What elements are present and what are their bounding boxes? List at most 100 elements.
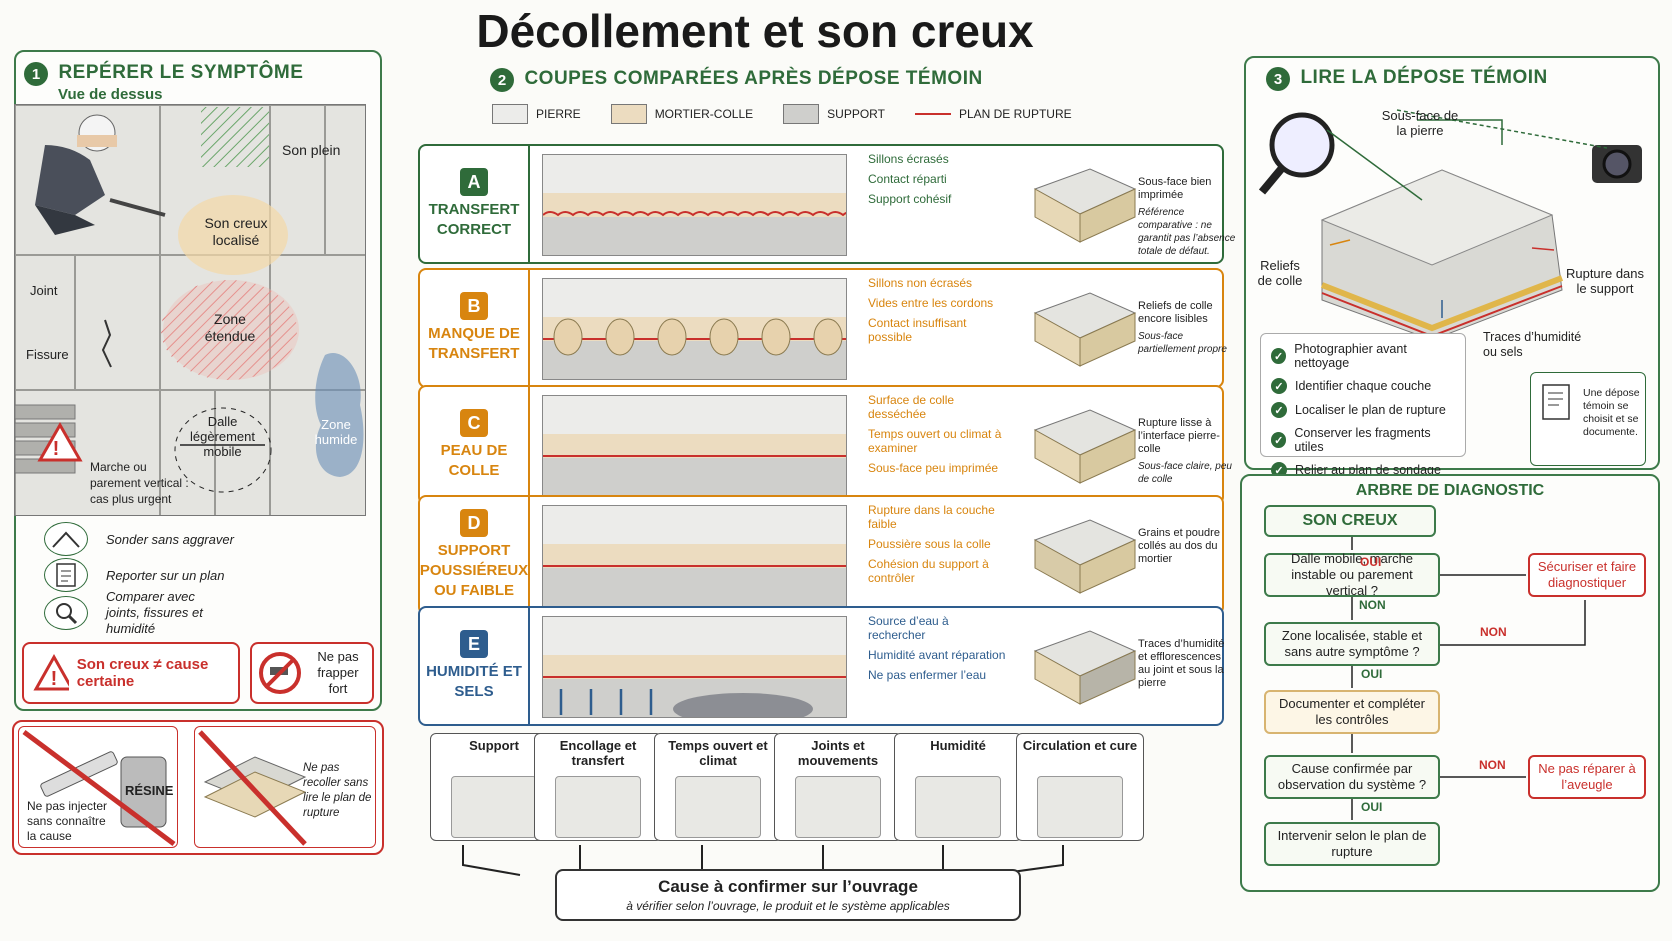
- label-joint: Joint: [30, 283, 58, 298]
- factor-illustration: [675, 776, 761, 838]
- floor-plan-svg: !: [15, 105, 365, 515]
- row-note: Sillons écrasés: [868, 152, 949, 166]
- warning-icon: [37, 421, 83, 462]
- note-text: Une dépose témoin se choisit et se docum…: [1583, 387, 1640, 438]
- svg-text:!: !: [51, 668, 58, 690]
- tree-action-document: Documenter et compléter les contrôles: [1264, 690, 1440, 734]
- tree-root: SON CREUX: [1264, 505, 1436, 537]
- legend-label: PLAN DE RUPTURE: [958, 107, 1072, 121]
- legend: PIERRE MORTIER-COLLE SUPPORT PLAN DE RUP…: [492, 102, 1132, 126]
- factor-label: Temps ouvert et climat: [668, 738, 768, 768]
- row-note: Cohésion du support à contrôler: [868, 557, 989, 585]
- tree-question-2: Zone localisée, stable et sans autre sym…: [1264, 622, 1440, 666]
- support-layer: [543, 458, 846, 496]
- check-item: ✓Conserver les fragments utiles: [1271, 426, 1457, 454]
- tree-no-label: NON: [1479, 758, 1506, 772]
- cause-title: Cause à confirmer sur l’ouvrage: [658, 877, 918, 896]
- stone-layer: [543, 279, 846, 317]
- sample-note: Référence comparative : ne garantit pas …: [1138, 207, 1236, 257]
- tree-title: ARBRE DE DIAGNOSTIC: [1355, 482, 1545, 499]
- row-title: SUPPORT POUSSIÉREUX OU FAIBLE: [419, 542, 529, 599]
- row-title: PEAU DE COLLE: [440, 442, 508, 479]
- label-son-plein: Son plein: [282, 142, 341, 158]
- notepad-icon: [44, 558, 88, 592]
- humid-zone: [315, 353, 364, 477]
- row-letter: D: [460, 509, 488, 537]
- dont-reglue-text: Ne pas recoller sans lire le plan de rup…: [303, 762, 372, 819]
- section-2-title: COUPES COMPARÉES APRÈS DÉPOSE TÉMOIN: [524, 68, 983, 90]
- sample-sketch: [1033, 168, 1137, 243]
- document-icon: [1542, 384, 1570, 420]
- factor-5: Circulation et cure: [1016, 733, 1144, 841]
- factor-1: Encollage et transfert: [534, 733, 662, 841]
- tree-question-1: Dalle mobile, marche instable ou paremen…: [1264, 551, 1440, 598]
- row-note: Vides entre les cordons: [868, 296, 994, 310]
- tip-comparer: Comparer avec joints, fissures et humidi…: [44, 589, 404, 636]
- factor-3: Joints et mouvements: [774, 733, 902, 841]
- warning-strike: Ne pas frapper fort: [250, 642, 374, 704]
- humid-stain: [673, 693, 813, 717]
- svg-text:!: !: [53, 438, 60, 460]
- tree-no-label: NON: [1359, 598, 1386, 612]
- cross-section-svg: [542, 154, 847, 256]
- label-sous-face: Sous-face de la pierre: [1381, 108, 1459, 138]
- cause-subtitle: à vérifier selon l’ouvrage, le produit e…: [626, 899, 950, 913]
- row-note: Temps ouvert ou climat à examiner: [868, 427, 1002, 455]
- row-label: D SUPPORT POUSSIÉREUX OU FAIBLE: [420, 497, 530, 613]
- stone-layer: [543, 506, 846, 544]
- resin-label: RÉSINE: [125, 783, 174, 798]
- row-letter: E: [460, 630, 488, 658]
- support-layer: [543, 568, 846, 606]
- checklist: ✓Photographier avant nettoyage ✓Identifi…: [1260, 333, 1466, 478]
- sample-face: [1079, 312, 1136, 367]
- sample-note: Sous-face partiellement propre: [1138, 331, 1227, 355]
- step-number: 3: [1266, 67, 1290, 91]
- label-rupture: Rupture dans le support: [1565, 266, 1645, 296]
- sample-sketch: [1033, 630, 1137, 705]
- cross-section-svg: [542, 505, 847, 607]
- slab-icon: [198, 730, 307, 846]
- mortar-layer: [543, 434, 846, 458]
- label-dalle-mobile: Dalle légèrement mobile: [189, 414, 256, 459]
- section-3-title: LIRE LA DÉPOSE TÉMOIN: [1300, 67, 1548, 89]
- warning-text: Ne pas frapper fort: [317, 649, 359, 696]
- sample-sketch: [1033, 292, 1137, 367]
- tip-sonder: Sonder sans aggraver: [44, 522, 404, 556]
- hollow-zone: [178, 195, 288, 275]
- factor-label: Encollage et transfert: [559, 738, 637, 768]
- support-layer: [543, 217, 846, 255]
- legend-label: SUPPORT: [827, 107, 885, 121]
- row-letter: C: [460, 409, 488, 437]
- row-note: Humidité avant réparation: [868, 648, 1006, 662]
- mortar-bead: [709, 318, 739, 356]
- row-title: HUMIDITÉ ET SELS: [426, 663, 522, 700]
- label-son-creux: Son creux localisé: [204, 215, 268, 248]
- sample-caption: Sous-face bien imprimée: [1138, 176, 1212, 201]
- row-note: Ne pas enfermer l’eau: [868, 668, 987, 682]
- warning-icon: !: [33, 653, 69, 691]
- stone-layer: [543, 155, 846, 193]
- dont-inject-text: Ne pas injecter sans connaître la cause: [27, 799, 108, 843]
- note-box: Une dépose témoin se choisit et se docum…: [1530, 372, 1646, 466]
- tip-reporter: Reporter sur un plan: [44, 558, 404, 592]
- row-label: E HUMIDITÉ ET SELS: [420, 608, 530, 724]
- support-layer: [543, 341, 846, 379]
- legend-swatch-rupture: [914, 113, 951, 115]
- top-view-label: Vue de dessus: [58, 86, 163, 103]
- row-letter: B: [460, 292, 488, 320]
- sample-face: [1079, 539, 1136, 594]
- sample-caption: Traces d’humidité et efflorescences au j…: [1138, 638, 1225, 689]
- tree-arrows: [1351, 537, 1586, 820]
- extended-zone: [161, 280, 297, 380]
- cause-box: Cause à confirmer sur l’ouvrage à vérifi…: [555, 869, 1021, 921]
- sample-caption: Reliefs de colle encore lisibles: [1138, 300, 1213, 325]
- row-label: C PEAU DE COLLE: [420, 387, 530, 503]
- factor-illustration: [795, 776, 881, 838]
